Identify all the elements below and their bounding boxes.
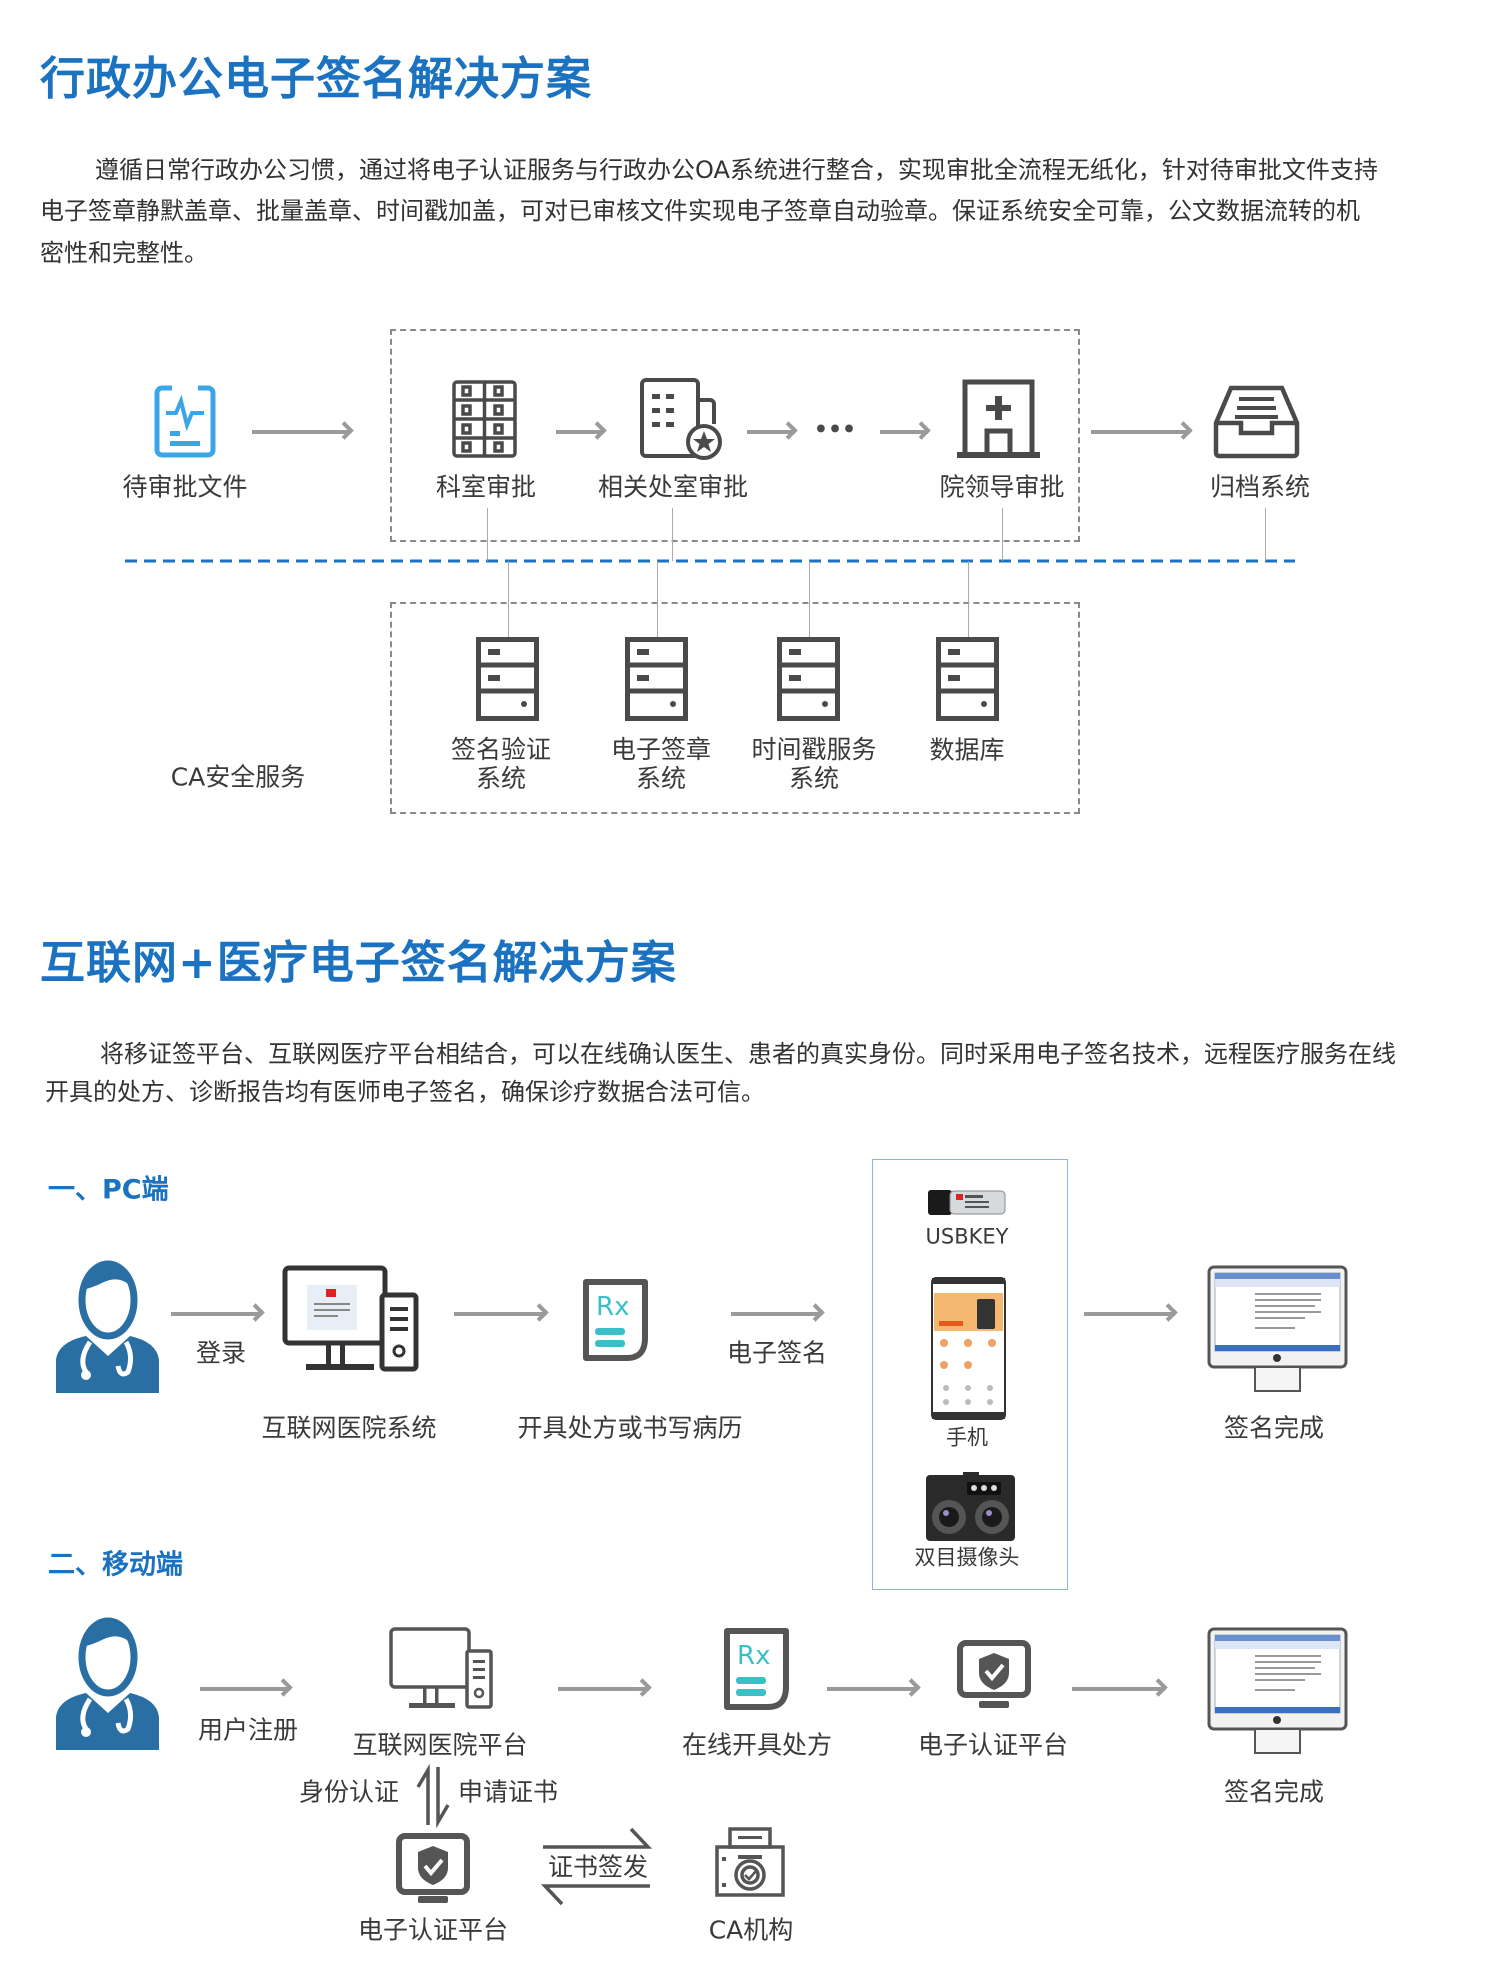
archive-tray-icon (1213, 385, 1300, 459)
shield-check-monitor-icon (957, 1640, 1031, 1708)
hospital-building-icon (957, 379, 1040, 458)
database-server-icon (936, 637, 999, 721)
section1-para-line: 遵循日常行政办公习惯，通过将电子认证服务与行政办公OA系统进行整合，实现审批全流… (95, 156, 1378, 184)
rx-text: Rx (737, 1641, 770, 1671)
label-prescribe: 开具处方或书写病历 (517, 1413, 743, 1443)
service-name: 时间戳服务 (751, 735, 877, 764)
label-apply-cert: 申请证书 (457, 1777, 559, 1807)
mobile-phone-icon (931, 1277, 1006, 1420)
label-usbkey: USBKEY (925, 1224, 1009, 1249)
label-esign: 电子签名 (726, 1338, 828, 1368)
flow-arrow (1072, 1687, 1165, 1691)
bidirectional-vertical-arrow-icon (416, 1763, 450, 1829)
flow-arrow (827, 1687, 918, 1691)
label-register: 用户注册 (197, 1715, 299, 1745)
usbkey-icon (928, 1190, 1006, 1215)
flow-arrow (1084, 1312, 1175, 1316)
connector-line (809, 561, 810, 637)
label-cert-platform: 电子认证平台 (917, 1730, 1069, 1760)
server-icon (777, 637, 840, 721)
connector-line (968, 561, 969, 637)
connector-line (1265, 508, 1266, 561)
prescription-rx-icon: Rx (724, 1628, 789, 1710)
flow-arrow (556, 430, 604, 434)
flow-arrow (731, 1312, 822, 1316)
binocular-camera-icon (926, 1472, 1015, 1541)
shield-check-monitor-icon (396, 1833, 470, 1903)
service-name-suffix: 系统 (788, 764, 840, 793)
label-ca-security: CA安全服务 (170, 762, 306, 792)
label-esignature: 电子签章系统 (611, 735, 711, 793)
rx-text: Rx (596, 1292, 629, 1322)
pc-heading: 一、PC端 (48, 1174, 169, 1206)
label-dept-approval: 科室审批 (435, 472, 537, 502)
label-login: 登录 (195, 1338, 247, 1368)
flow-arrow (880, 430, 928, 434)
mobile-heading: 二、移动端 (48, 1549, 183, 1581)
signed-document-monitor-icon (1207, 1265, 1348, 1392)
flow-arrow (558, 1687, 649, 1691)
section1-para-line: 密性和完整性。 (40, 239, 208, 267)
prescription-rx-icon: Rx (583, 1279, 648, 1361)
label-related-approval: 相关处室审批 (597, 472, 749, 502)
label-identity-auth: 身份认证 (298, 1777, 400, 1807)
flow-arrow (454, 1312, 546, 1316)
label-database: 数据库 (929, 735, 1005, 765)
section1-title: 行政办公电子签名解决方案 (40, 52, 593, 105)
connector-line (657, 561, 658, 637)
signed-document-monitor-icon (1207, 1627, 1348, 1754)
label-pending-file: 待审批文件 (122, 472, 248, 502)
flow-arrow (252, 430, 351, 434)
doctor-icon (56, 1260, 159, 1393)
service-name: 签名验证 (450, 735, 552, 764)
service-name-suffix: 系统 (475, 764, 527, 793)
service-name-suffix: 系统 (635, 764, 687, 793)
label-ca-org: CA机构 (708, 1915, 794, 1945)
server-icon (625, 637, 688, 721)
label-issue-cert: 证书签发 (547, 1852, 649, 1882)
section1-para-line: 电子签章静默盖章、批量盖章、时间戳加盖，可对已审核文件实现电子签章自动验章。保证… (40, 197, 1360, 225)
desktop-computer-icon (389, 1627, 493, 1709)
label-online-prescribe: 在线开具处方 (681, 1730, 833, 1760)
label-phone: 手机 (946, 1425, 988, 1450)
doctor-icon (56, 1617, 159, 1750)
label-archive-system: 归档系统 (1209, 472, 1311, 502)
network-divider (125, 559, 1295, 563)
office-building-star-icon (640, 378, 722, 460)
label-sign-done: 签名完成 (1223, 1413, 1325, 1443)
connector-line (508, 561, 509, 637)
label-cert-platform-2: 电子认证平台 (357, 1915, 509, 1945)
section2-title: 互联网+医疗电子签名解决方案 (40, 936, 677, 989)
label-hospital-system: 互联网医院系统 (261, 1413, 437, 1443)
server-icon (476, 637, 539, 721)
label-sign-verify: 签名验证系统 (451, 735, 551, 793)
signing-devices-panel (872, 1159, 1068, 1590)
connector-line (1002, 508, 1003, 561)
ca-service-box (390, 602, 1080, 814)
service-name: 电子签章 (610, 735, 712, 764)
label-leader-approval: 院领导审批 (939, 472, 1065, 502)
flow-arrow (1091, 430, 1190, 434)
flow-arrow (171, 1312, 262, 1316)
ellipsis-dots: ••• (813, 417, 857, 443)
flow-arrow (747, 430, 795, 434)
connector-line (487, 508, 488, 561)
document-pulse-icon (154, 384, 216, 458)
section2-para-line: 将移证签平台、互联网医疗平台相结合，可以在线确认医生、患者的真实身份。同时采用电… (100, 1040, 1396, 1068)
ca-certificate-printer-icon (715, 1827, 785, 1897)
section2-para-line: 开具的处方、诊断报告均有医师电子签名，确保诊疗数据合法可信。 (45, 1078, 765, 1106)
department-grid-icon (452, 380, 517, 458)
desktop-computer-icon (282, 1265, 419, 1372)
label-timestamp: 时间戳服务系统 (751, 735, 876, 793)
label-sign-done: 签名完成 (1223, 1777, 1325, 1807)
approval-box (390, 329, 1080, 542)
label-camera: 双目摄像头 (914, 1545, 1020, 1570)
bidirectional-horizontal-arrow-icon (540, 1827, 653, 1906)
label-hospital-platform: 互联网医院平台 (352, 1730, 528, 1760)
connector-line (672, 508, 673, 561)
flow-arrow (200, 1687, 290, 1691)
